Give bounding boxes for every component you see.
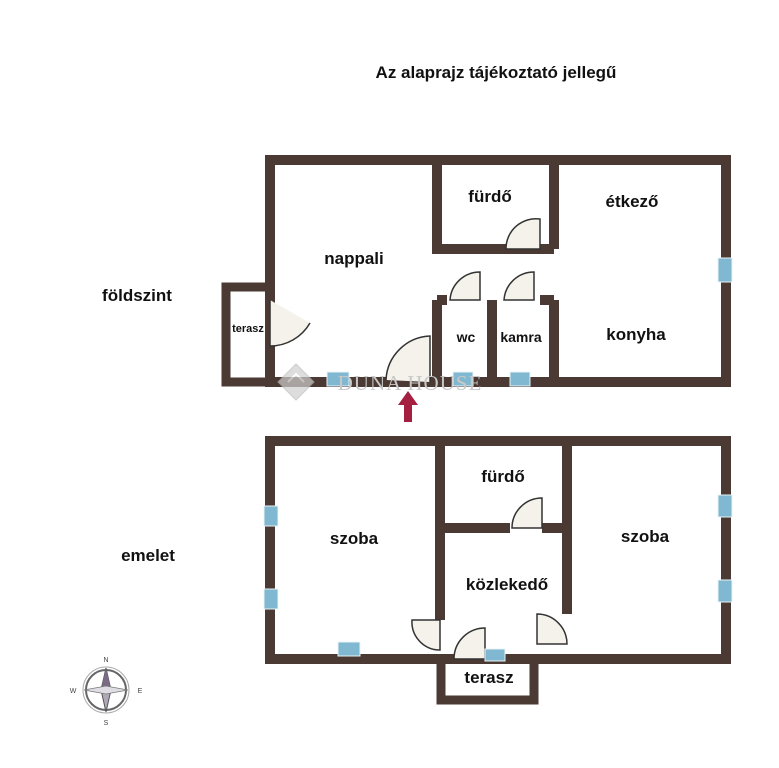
- wc-door: [449, 271, 481, 301]
- kamra-door: [503, 271, 535, 301]
- room-label-wc: wc: [456, 329, 476, 345]
- room-label-terasz-ground: terasz: [232, 323, 264, 335]
- window: [717, 257, 733, 283]
- room-label-furdo-ground: fürdő: [468, 187, 511, 206]
- szoba-right-door: [536, 613, 568, 645]
- room-label-terasz-upper: terasz: [464, 668, 513, 687]
- ground-bath-door: [505, 217, 541, 250]
- compass-e: E: [138, 688, 143, 695]
- room-label-nappali: nappali: [324, 249, 384, 268]
- ground-windows: [326, 257, 733, 387]
- floor-label-ground: földszint: [102, 286, 172, 305]
- entrance-arrow-icon: [398, 391, 418, 422]
- upper-doors: [411, 497, 568, 660]
- room-label-furdo-upper: fürdő: [481, 467, 524, 486]
- entrance-door: [385, 335, 431, 382]
- compass-w: W: [70, 688, 77, 695]
- compass-s: S: [104, 720, 109, 727]
- upper-terrace-door: [453, 627, 486, 660]
- room-label-konyha: konyha: [606, 325, 666, 344]
- upper-terrace-wall: [436, 659, 539, 705]
- window: [452, 371, 474, 387]
- page-title: Az alaprajz tájékoztató jellegű: [376, 63, 617, 82]
- szoba-left-door: [411, 619, 441, 651]
- floor-label-upper: emelet: [121, 546, 175, 565]
- ground-doors: [269, 217, 541, 382]
- room-label-szoba-right: szoba: [621, 527, 670, 546]
- compass-rose-icon: N E S W: [70, 657, 143, 727]
- room-label-etkezo: étkező: [606, 192, 659, 211]
- compass-n: N: [103, 657, 108, 664]
- room-label-kamra: kamra: [500, 329, 541, 345]
- upper-windows: [263, 494, 733, 662]
- window: [326, 371, 350, 387]
- window: [337, 641, 361, 657]
- window: [717, 579, 733, 603]
- window: [263, 505, 279, 527]
- room-label-kozlekedo: közlekedő: [466, 575, 548, 594]
- window: [263, 588, 279, 610]
- terrace-door: [269, 300, 311, 347]
- upper-bath-door: [511, 497, 543, 529]
- watermark-text: DUNA HOUSE: [338, 371, 483, 395]
- window: [717, 494, 733, 518]
- window: [484, 648, 506, 662]
- window: [509, 371, 531, 387]
- duna-house-logo-icon: [277, 363, 315, 401]
- room-label-szoba-left: szoba: [330, 529, 379, 548]
